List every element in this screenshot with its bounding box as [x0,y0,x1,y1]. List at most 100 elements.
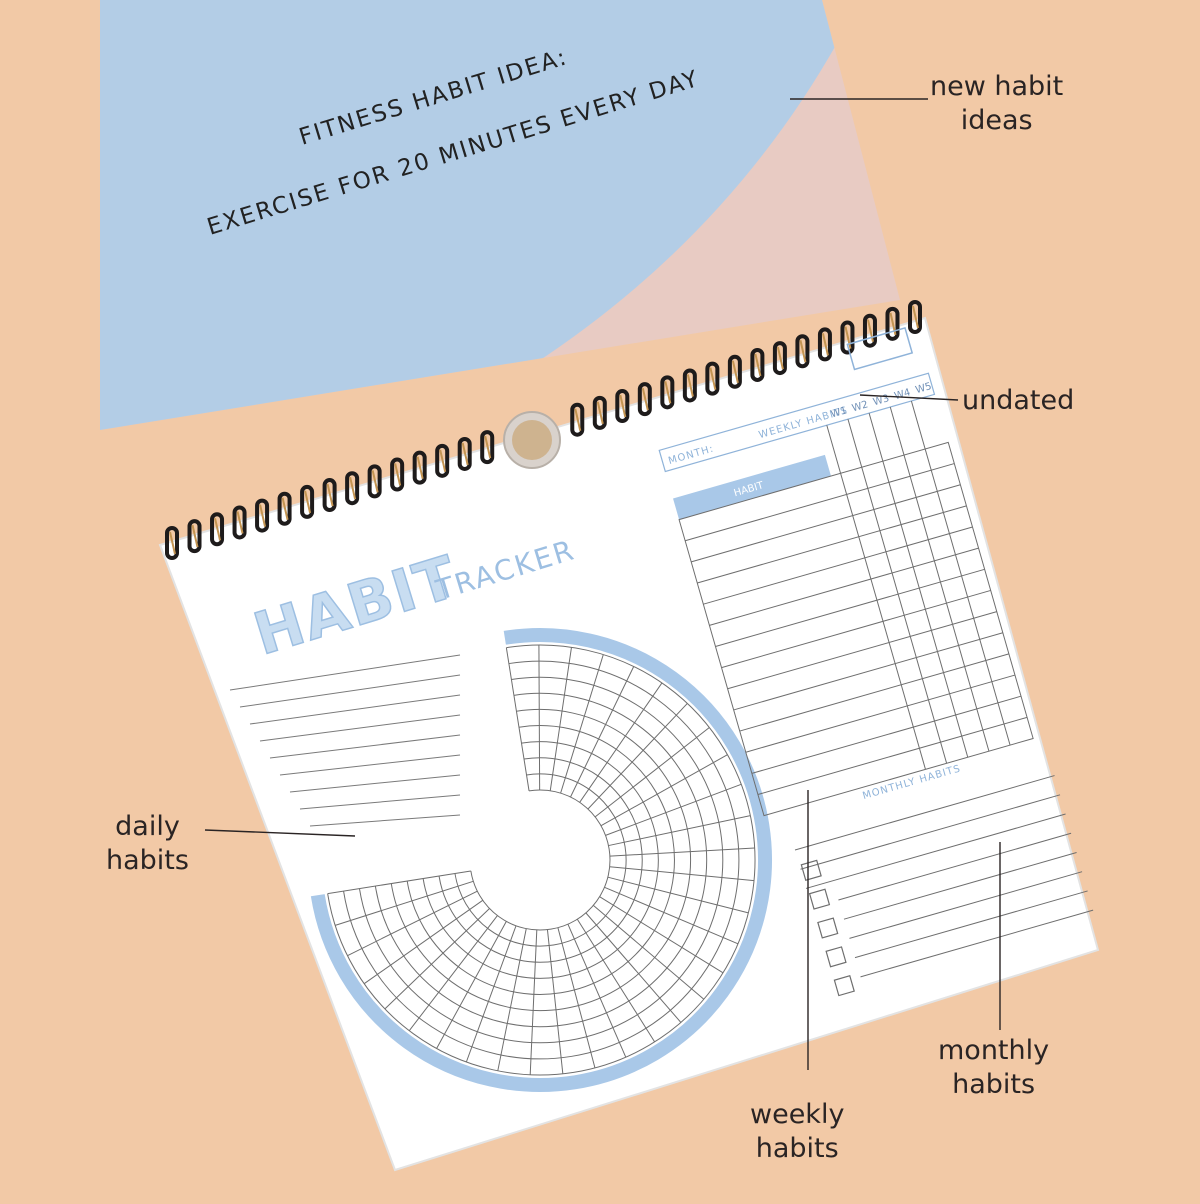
coil-loop [727,354,742,389]
monthly-checkbox [817,917,839,939]
day-spoke [384,908,490,1010]
day-spoke [587,703,688,810]
callout-undated: undated [962,385,1075,416]
day-spoke [546,929,564,1074]
day-spoke [585,912,682,1023]
weekly-row-line [709,547,979,626]
weekly-header-box [658,372,936,473]
habit-ring [470,789,611,931]
habit-column-header-bg [673,454,831,520]
day-spoke [567,923,627,1058]
coil-loop [637,382,652,417]
daily-habit-line [279,754,461,776]
day-spoke [576,918,656,1043]
habit-ring [454,773,627,947]
coil-loop [187,519,202,554]
monthly-habit-line [860,909,1094,978]
habit-ring [406,725,675,995]
coil-loop [457,436,472,471]
coil-loop [795,334,810,369]
weekly-row-line [739,653,1010,732]
monthly-checkbox [808,888,831,910]
week-column-label: W2 [851,399,870,414]
monthly-habit-line [849,871,1083,939]
day-spoke [560,654,604,794]
weekly-col-line [847,419,948,764]
weekly-col-line [889,406,990,752]
daily-habit-line [249,694,461,725]
monthly-checkbox [833,975,855,997]
monthly-habit-line [854,890,1088,959]
day-spoke [600,754,728,827]
day-spoke [538,645,541,791]
daily-habit-line [299,794,461,810]
coil-loop [435,443,450,478]
day-spoke [347,890,478,957]
habit-ring [438,757,643,963]
day-spoke [497,928,527,1071]
day-spoke [557,927,596,1068]
monthly-habit-line [800,794,1061,870]
daily-habit-wheel [310,628,772,1092]
coil-loop [772,341,787,376]
daily-habit-line [289,774,461,793]
day-spoke [607,876,749,914]
coil-loop [615,389,630,424]
day-spoke [599,896,724,974]
week-column-label: W1 [830,405,849,420]
daily-habit-line [269,734,461,759]
day-spoke [529,929,538,1075]
day-spoke [363,899,484,985]
monthly-habit-line [843,851,1077,920]
day-spoke [604,886,739,945]
day-spoke [436,921,507,1049]
day-spoke [608,815,751,847]
day-spoke [335,880,474,926]
weekly-row-line [697,505,967,584]
day-spoke [594,727,710,818]
day-spoke [505,647,530,791]
daily-habit-line [259,714,461,742]
coil-loop [322,478,337,513]
coil-loop [165,526,179,560]
hanging-hole-ring [512,420,552,460]
cover-blue-shape [100,0,860,430]
coil-loop [367,464,382,499]
weekly-row-line [715,568,985,647]
monthly-habit-line [805,813,1066,889]
daily-habit-line [229,654,461,691]
day-spoke [609,847,755,857]
spiral-binding [165,300,922,560]
callout-line-undated [859,394,959,401]
coil-loop [210,512,225,547]
coil-loop [592,395,607,430]
callout-daily-habits: daily habits [106,811,189,876]
coil-loop [255,498,270,533]
habit-ring [390,708,692,1012]
day-number-band [310,628,772,1092]
coil-loop [390,457,405,492]
coil-loop [660,375,675,410]
monthly-habit-line [838,832,1072,901]
callout-monthly-habits: monthly habits [938,1035,1050,1100]
daily-habit-line [309,814,461,827]
day-spoke [609,866,755,882]
weekly-row-line [691,484,961,563]
day-spoke [549,647,572,791]
day-spoke [579,682,663,803]
coil-loop [817,327,832,362]
daily-habit-lines [229,654,461,827]
callout-lines [204,98,1001,1070]
habit-ring [374,692,708,1028]
daily-habit-line [239,674,461,708]
habit-ring [358,676,724,1044]
weekly-row-line [685,463,955,542]
coil-loop [682,368,697,403]
tracker-paper [158,316,1100,1172]
weekly-col-line [868,412,969,758]
monthly-checkbox [825,946,847,968]
